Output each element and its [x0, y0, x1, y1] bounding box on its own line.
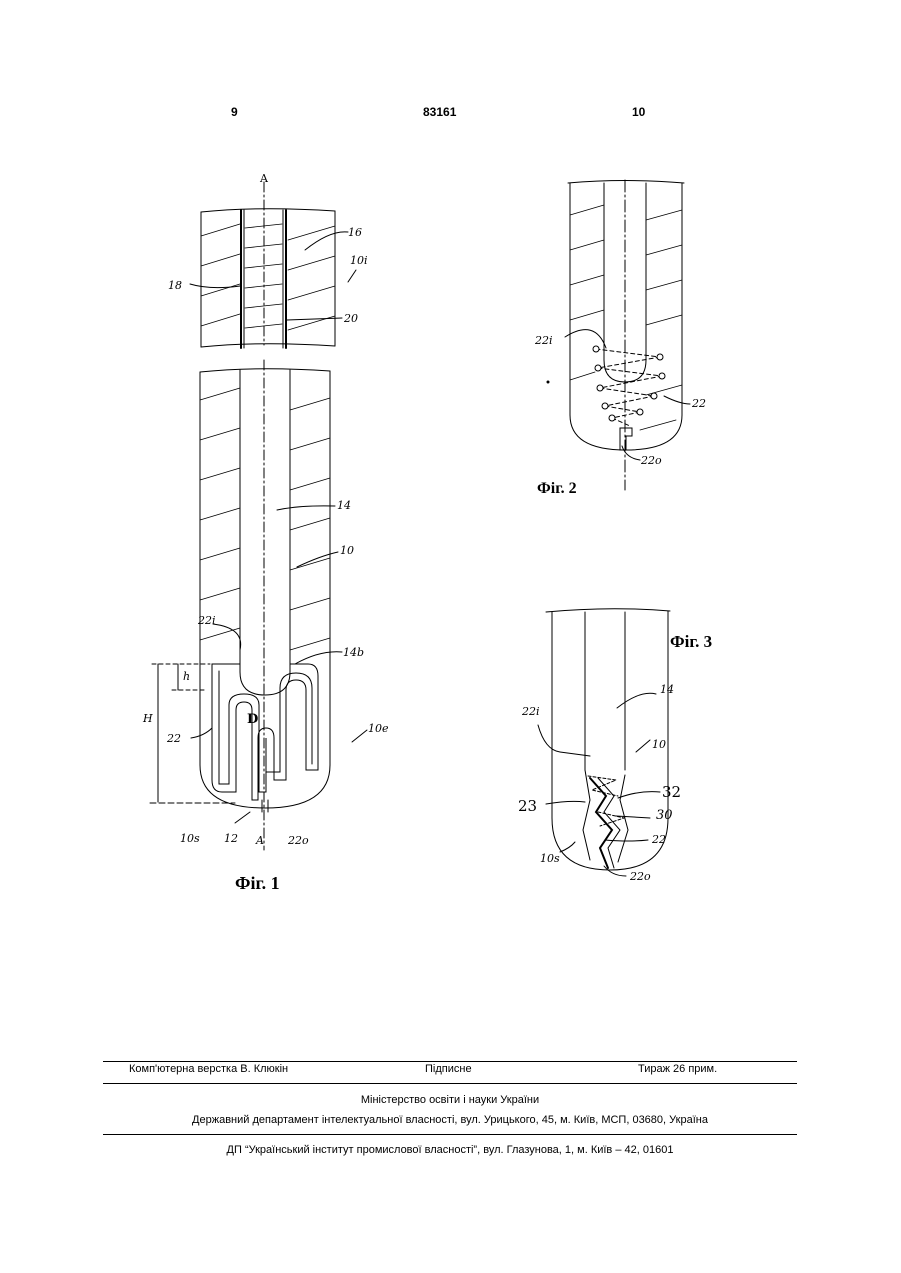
fig1-label-10e: 10e — [368, 722, 389, 735]
fig1-label-14b: 14b — [343, 646, 364, 659]
fig1-label-D: D — [247, 712, 258, 727]
fig3-label-22: 22 — [652, 833, 666, 846]
fig1-label-22o: 22o — [288, 834, 309, 847]
fig1-label-16: 16 — [348, 226, 362, 239]
fig1-label-axis-bottom: A — [256, 834, 264, 847]
fig3-label-23: 23 — [518, 797, 537, 815]
fig1-label-10: 10 — [340, 544, 354, 557]
fig1-label-22: 22 — [167, 732, 181, 745]
fig3-label-10: 10 — [652, 738, 666, 751]
fig1-label-18: 18 — [168, 279, 182, 292]
fig1-label-H: H — [143, 712, 153, 725]
footer-department: Державний департамент інтелектуальної вл… — [103, 1114, 797, 1126]
fig1-label-22i: 22i — [198, 614, 216, 627]
fig1-label-20: 20 — [344, 312, 358, 325]
figure-2-caption: Фіг. 2 — [537, 480, 577, 498]
fig3-label-14: 14 — [660, 683, 674, 696]
footer-ministry: Міністерство освіти і науки України — [103, 1094, 797, 1106]
footer-rule-top — [103, 1061, 797, 1062]
fig3-label-30: 30 — [656, 808, 673, 823]
fig1-label-10s: 10s — [180, 832, 200, 845]
figure-3-drawing — [538, 609, 670, 876]
fig1-label-h: h — [183, 670, 190, 683]
fig3-label-22o: 22o — [630, 870, 651, 883]
fig1-label-12: 12 — [224, 832, 238, 845]
footer-circulation: Тираж 26 прим. — [638, 1063, 717, 1075]
fig3-label-10s: 10s — [540, 852, 560, 865]
fig2-label-22i: 22i — [535, 334, 553, 347]
figure-2-drawing — [547, 180, 690, 490]
fig3-label-22i: 22i — [522, 705, 540, 718]
footer-rule-bottom — [103, 1134, 797, 1135]
footer-institute: ДП “Український інститут промислової вла… — [103, 1144, 797, 1156]
fig1-label-axis-top: A — [260, 172, 268, 185]
figure-3-caption: Фіг. 3 — [670, 632, 712, 652]
fig3-label-32: 32 — [662, 783, 681, 801]
footer-typesetting: Комп'ютерна верстка В. Клюкін — [129, 1063, 288, 1075]
figure-1-drawing — [150, 182, 367, 850]
footer-subscription: Підписне — [425, 1063, 472, 1075]
fig1-label-10i: 10i — [350, 254, 368, 267]
fig2-label-22o: 22o — [641, 454, 662, 467]
figure-1-caption: Фіг. 1 — [235, 873, 280, 894]
fig2-label-22: 22 — [692, 397, 706, 410]
footer-rule-middle — [103, 1083, 797, 1084]
fig1-label-14: 14 — [337, 499, 351, 512]
